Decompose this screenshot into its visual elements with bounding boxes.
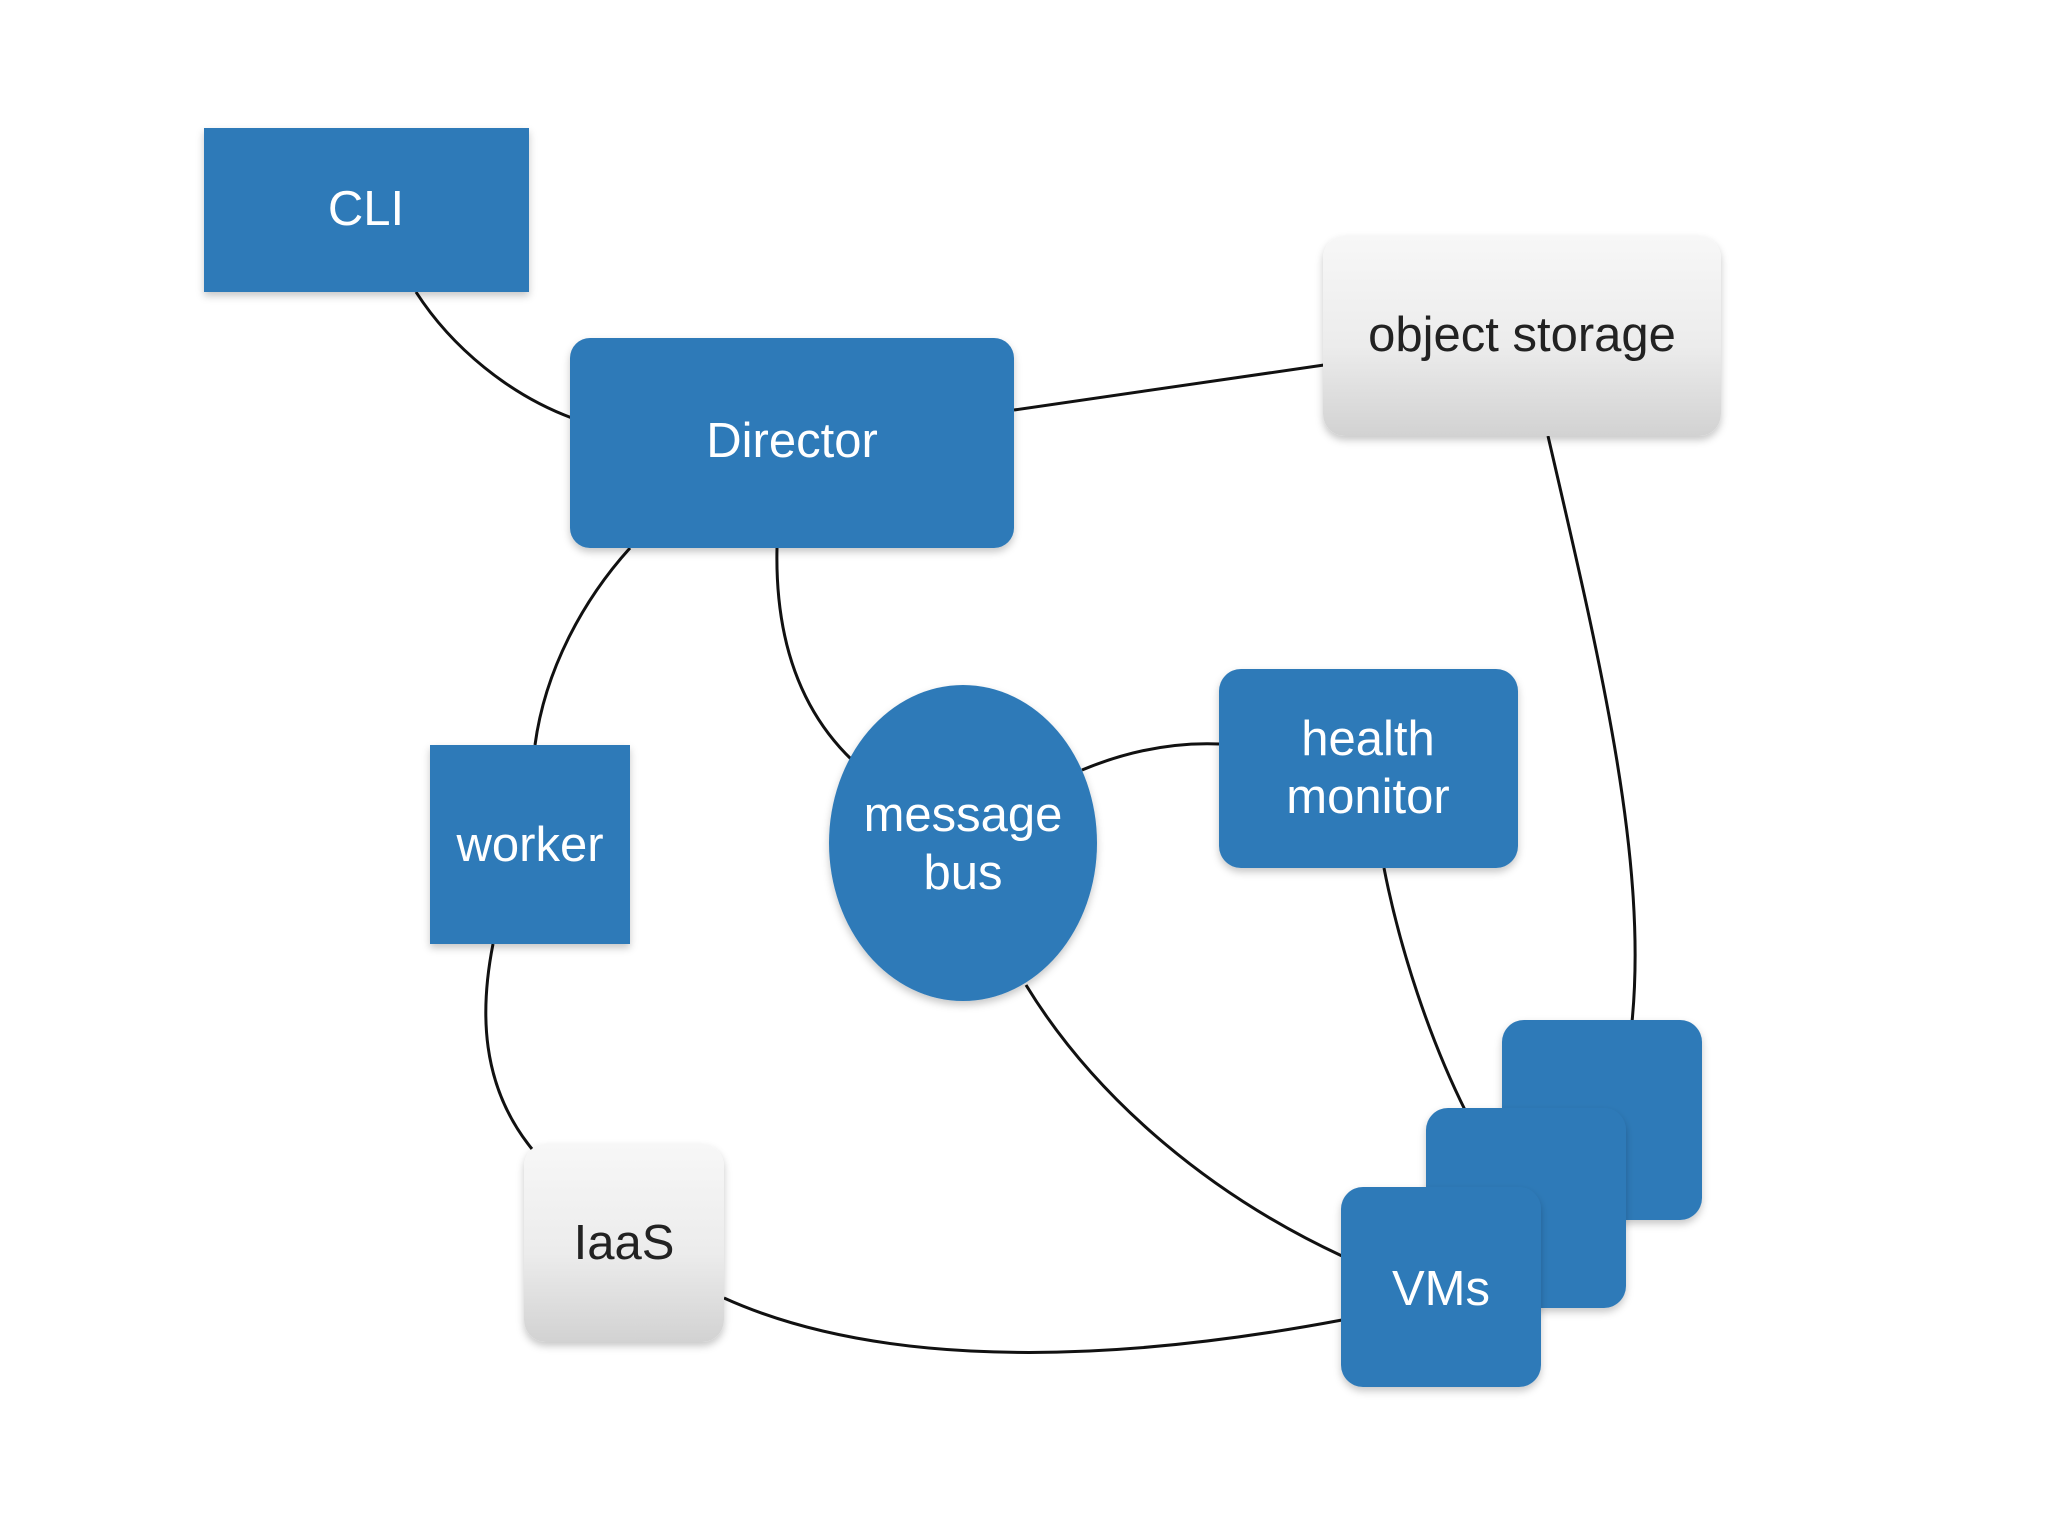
connector-director-worker xyxy=(533,546,632,746)
connector-cli-director xyxy=(414,291,573,420)
message-bus-label-line2: bus xyxy=(923,846,1002,900)
object-storage-label: object storage xyxy=(1368,308,1676,362)
iaas-label: IaaS xyxy=(574,1216,675,1270)
message-bus-label-line1: message xyxy=(864,788,1063,842)
object-storage-node: object storage xyxy=(1323,236,1721,436)
iaas-node: IaaS xyxy=(524,1144,724,1342)
cli-node: CLI xyxy=(204,128,529,292)
connector-object-storage-vms xyxy=(1546,435,1637,1023)
vm-card-front xyxy=(1341,1187,1541,1387)
connector-health-monitor-vms xyxy=(1382,867,1468,1113)
connector-director-message-bus xyxy=(775,547,854,762)
message-bus-node: message bus xyxy=(829,685,1097,1001)
health-monitor-label-line1: health xyxy=(1301,712,1435,766)
connector-director-object-storage xyxy=(1013,363,1325,412)
health-monitor-node: health monitor xyxy=(1219,669,1518,868)
worker-node: worker xyxy=(430,745,630,944)
director-node: Director xyxy=(570,338,1014,548)
vms-label: VMs xyxy=(1392,1262,1490,1316)
connector-worker-iaas xyxy=(484,943,534,1150)
health-monitor-label-line2: monitor xyxy=(1286,770,1449,824)
cli-label: CLI xyxy=(328,182,404,236)
connectors xyxy=(414,291,1637,1354)
connector-message-bus-health-monitor xyxy=(1081,742,1221,772)
vms-stack: VMs xyxy=(1341,1020,1702,1387)
director-label: Director xyxy=(706,414,878,468)
connector-iaas-vms xyxy=(723,1296,1343,1354)
connector-message-bus-vms xyxy=(1024,984,1343,1258)
worker-label: worker xyxy=(455,818,603,872)
